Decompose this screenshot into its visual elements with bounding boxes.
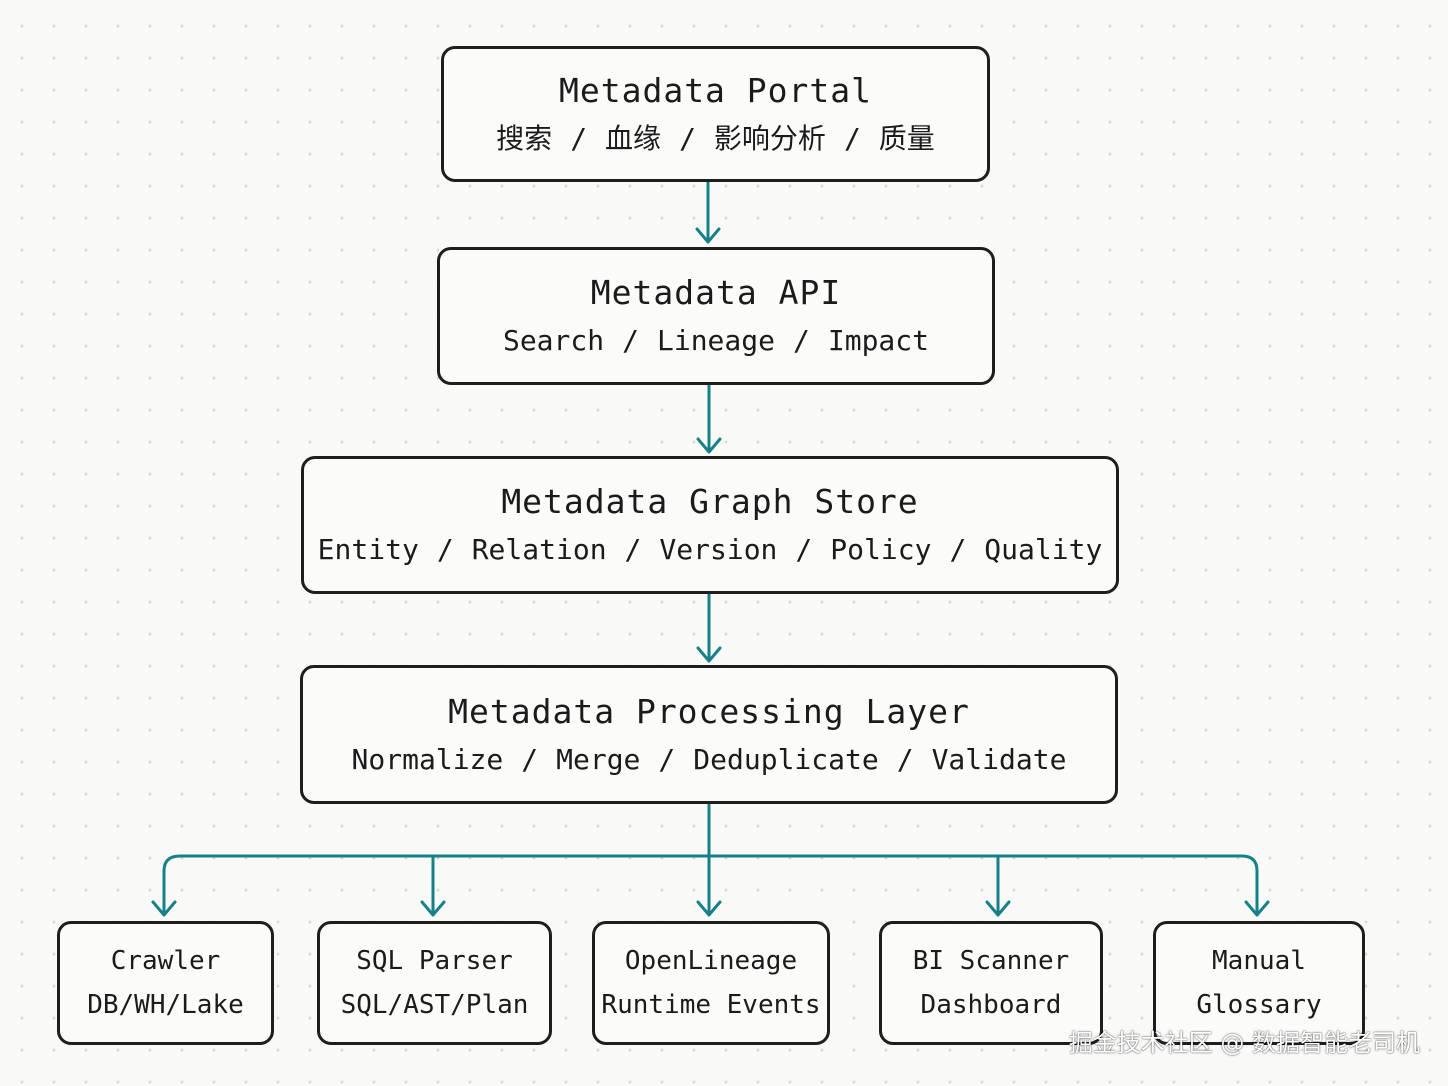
source-sql-parser-box: SQL Parser SQL/AST/Plan	[317, 921, 552, 1045]
layer-item: Search	[502, 324, 605, 357]
layer-item: Impact	[827, 324, 930, 357]
source-openlineage-box: OpenLineage Runtime Events	[592, 921, 830, 1045]
source-title: SQL Parser	[356, 946, 513, 976]
source-title: OpenLineage	[624, 946, 798, 976]
layer-item: 血缘	[605, 122, 662, 155]
arrow-bus-to-crawler	[151, 869, 177, 917]
source-subtitle: Runtime Events	[601, 990, 821, 1020]
metadata-portal-box: Metadata Portal 搜索 / 血缘 / 影响分析 / 质量	[441, 46, 990, 182]
separator: /	[622, 324, 639, 357]
layer-item: Policy	[830, 533, 932, 566]
layer-item: Merge	[556, 742, 641, 776]
source-title: BI Scanner	[912, 946, 1070, 976]
metadata-api-box: Metadata API Search / Lineage / Impact	[437, 247, 995, 385]
separator: /	[843, 122, 861, 155]
arrow-bus-to-manual	[1244, 869, 1270, 917]
layer-item: Quality	[984, 533, 1103, 566]
layer-item: Normalize	[351, 742, 504, 776]
source-bi-scanner-box: BI Scanner Dashboard	[879, 921, 1103, 1045]
layer-items: Search / Lineage / Impact	[503, 323, 929, 359]
layer-item: Version	[659, 533, 778, 566]
layer-item: Deduplicate	[693, 742, 879, 776]
source-title: Manual	[1212, 946, 1306, 976]
source-title: Crawler	[110, 946, 221, 976]
source-manual-box: Manual Glossary	[1153, 921, 1365, 1045]
arrow-graph-store-to-processing	[696, 592, 722, 663]
arrow-bus-to-openlineage	[696, 854, 722, 917]
bus-line	[162, 854, 1259, 873]
layer-item: Lineage	[656, 324, 775, 357]
separator: /	[795, 533, 813, 566]
separator: /	[624, 533, 642, 566]
arrow-api-to-graph-store	[696, 383, 722, 454]
separator: /	[521, 742, 539, 776]
layer-title: Metadata Graph Store	[501, 482, 919, 521]
layer-item: Validate	[931, 742, 1067, 776]
separator: /	[793, 324, 810, 357]
arrow-bus-to-bi-scanner	[985, 854, 1011, 917]
separator: /	[658, 742, 676, 776]
layer-items: Normalize / Merge / Deduplicate / Valida…	[352, 742, 1067, 778]
layer-item: Entity	[317, 533, 419, 566]
separator: /	[570, 122, 588, 155]
arrow-portal-to-api	[695, 180, 721, 244]
metadata-graph-store-box: Metadata Graph Store Entity / Relation /…	[301, 456, 1119, 594]
layer-item: 影响分析	[713, 122, 826, 155]
arrow-bus-to-sql-parser	[420, 854, 446, 917]
layer-title: Metadata Portal	[558, 71, 872, 110]
separator: /	[896, 742, 914, 776]
source-crawler-box: Crawler DB/WH/Lake	[57, 921, 274, 1045]
source-subtitle: Glossary	[1196, 990, 1322, 1020]
layer-items: Entity / Relation / Version / Policy / Q…	[318, 532, 1103, 568]
separator: /	[949, 533, 967, 566]
layer-title: Metadata API	[590, 273, 842, 312]
source-subtitle: Dashboard	[920, 990, 1062, 1020]
layer-title: Metadata Processing Layer	[448, 691, 970, 731]
layer-item: 搜索	[496, 122, 553, 155]
watermark: 掘金技术社区 @ 数据智能老司机	[1068, 1029, 1420, 1057]
separator: /	[436, 533, 454, 566]
separator: /	[679, 122, 696, 155]
layer-item: Relation	[471, 533, 607, 566]
source-subtitle: SQL/AST/Plan	[340, 990, 529, 1020]
source-subtitle: DB/WH/Lake	[87, 990, 244, 1020]
layer-item: 质量	[878, 122, 935, 155]
layer-items: 搜索 / 血缘 / 影响分析 / 质量	[496, 121, 935, 157]
metadata-processing-layer-box: Metadata Processing Layer Normalize / Me…	[300, 665, 1118, 804]
